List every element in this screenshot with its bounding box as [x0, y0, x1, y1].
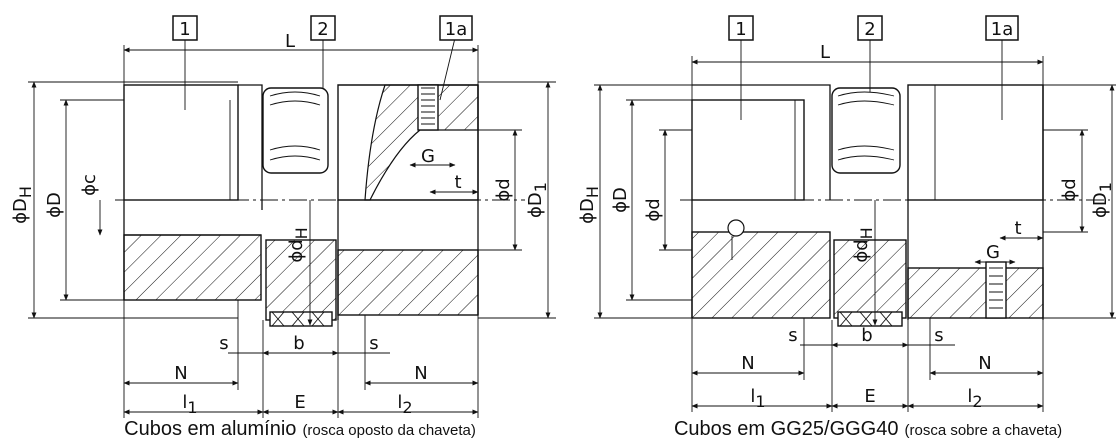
left-hub-1: [123, 84, 263, 301]
right-dim-s1: s: [788, 325, 797, 346]
right-dim-DH: ϕDH: [577, 186, 602, 224]
left-dim-s1: s: [219, 333, 228, 354]
right-dim-N1: N: [741, 353, 754, 374]
left-drawing: 1 2 1a L ϕDH ϕD ϕc ϕdH G t ϕd ϕD1 s b s …: [10, 15, 556, 440]
left-dim-dH: ϕdH: [286, 227, 311, 262]
right-dim-s2: s: [934, 325, 943, 346]
left-dim-E: E: [294, 392, 305, 413]
left-spider-2: [262, 87, 337, 327]
right-dim-b: b: [861, 325, 872, 346]
right-dim-N2: N: [978, 353, 991, 374]
right-dim-l1: l1: [750, 386, 765, 411]
left-dim-d: ϕd: [493, 178, 514, 201]
left-dim-l2: l2: [397, 392, 412, 417]
right-callout-2-label: 2: [864, 19, 875, 40]
left-dim-DH: ϕDH: [10, 186, 35, 224]
right-caption: Cubos em GG25/GGG40(rosca sobre a chavet…: [674, 418, 1062, 440]
left-dim-N2: N: [414, 363, 427, 384]
left-dim-c: ϕc: [79, 174, 100, 196]
right-dim-E: E: [864, 386, 875, 407]
left-dim-G: G: [421, 146, 435, 167]
right-callout-1: 1: [728, 15, 754, 41]
left-dim-s2: s: [369, 333, 378, 354]
right-dim-d: ϕd: [1059, 178, 1080, 201]
right-dim-l2: l2: [967, 386, 982, 411]
right-callout-1a-label: 1a: [991, 19, 1013, 40]
left-callout-2: 2: [310, 15, 336, 41]
right-dimension-lines: [594, 38, 1116, 412]
left-caption: Cubos em alumínio(rosca oposto da chavet…: [124, 418, 476, 440]
right-dim-t: t: [1014, 218, 1021, 239]
left-dim-D1: ϕD1: [525, 182, 550, 218]
left-callout-1-label: 1: [179, 19, 190, 40]
right-callout-1a: 1a: [985, 15, 1019, 41]
right-dim-G: G: [986, 242, 1000, 263]
left-dim-l1: l1: [182, 392, 197, 417]
left-dim-b: b: [293, 333, 304, 354]
right-spider-2: [831, 87, 907, 327]
left-callout-2-label: 2: [317, 19, 328, 40]
left-dim-t: t: [454, 172, 461, 193]
left-dim-L: L: [285, 31, 295, 52]
right-dim-dH: ϕdH: [851, 227, 876, 262]
right-dim-L: L: [820, 42, 830, 63]
right-dim-D: ϕD: [610, 187, 631, 213]
right-hub-1a: [907, 84, 1044, 320]
left-dimension-lines: [28, 37, 556, 418]
left-dim-D: ϕD: [44, 192, 65, 218]
left-hub-1a: [337, 84, 479, 320]
left-callout-1: 1: [172, 15, 198, 41]
left-callout-1a-label: 1a: [445, 19, 467, 40]
right-drawing: 1 2 1a L ϕDH ϕD ϕd ϕdH t G ϕd ϕD1 s b s …: [577, 15, 1116, 440]
right-dim-d-left: ϕd: [643, 198, 664, 221]
right-dim-D1: ϕD1: [1090, 182, 1115, 218]
right-callout-1-label: 1: [735, 19, 746, 40]
right-callout-2: 2: [857, 15, 883, 41]
right-hub-1: [691, 84, 831, 319]
left-dim-N1: N: [174, 363, 187, 384]
left-callout-1a: 1a: [439, 15, 473, 41]
